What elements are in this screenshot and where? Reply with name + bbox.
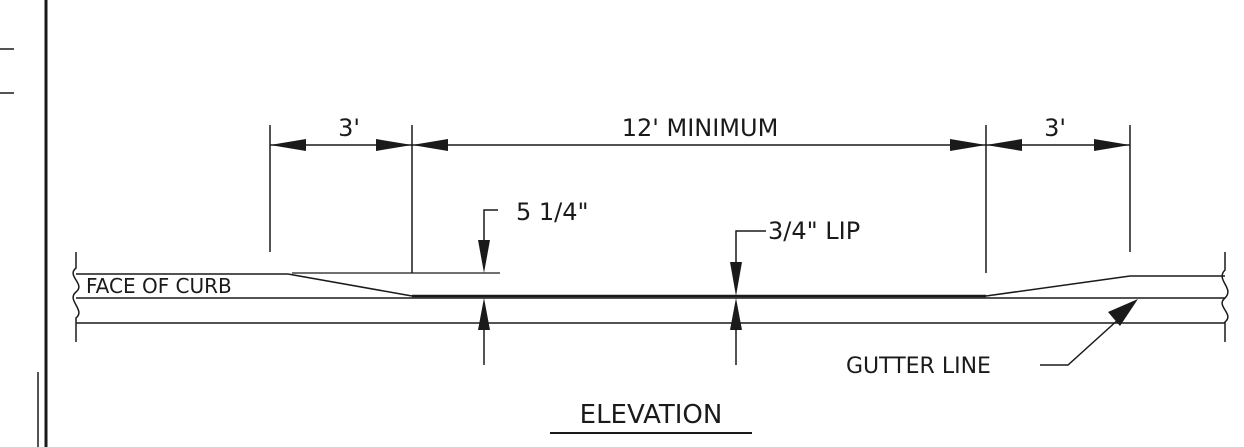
break-line-left — [72, 252, 80, 342]
ramp-left-taper — [287, 273, 413, 297]
arrowhead — [950, 139, 986, 151]
curb-height-leader — [483, 209, 498, 240]
curb-height-label: 5 1/4" — [516, 198, 589, 226]
arrowhead — [730, 298, 742, 330]
break-line-right — [1221, 252, 1229, 342]
extension-lines — [269, 125, 1131, 273]
arrowhead — [376, 139, 412, 151]
arrowhead — [478, 240, 490, 273]
arrowhead — [478, 298, 490, 330]
arrowhead — [1094, 139, 1130, 151]
ramp-right-taper — [985, 275, 1131, 297]
curb-height-callout — [478, 209, 498, 365]
gutter-line-leader — [1040, 317, 1121, 366]
lip-label: 3/4" LIP — [768, 217, 860, 245]
arrowhead — [412, 139, 448, 151]
gutter-line-callout — [1040, 299, 1138, 366]
dimension-label-left-taper: 3' — [338, 114, 360, 142]
lip-callout — [730, 230, 766, 365]
dimension-lines — [270, 139, 1130, 151]
arrowhead — [986, 139, 1022, 151]
face-of-curb-label: FACE OF CURB — [86, 274, 232, 298]
arrowhead — [730, 262, 742, 296]
sheet-border — [0, 0, 48, 447]
arrowhead — [1108, 299, 1138, 326]
view-title: ELEVATION — [580, 400, 723, 430]
lip-leader — [735, 230, 766, 262]
curb-profile — [72, 252, 1229, 342]
arrowhead — [270, 139, 306, 151]
dimension-label-right-taper: 3' — [1044, 114, 1066, 142]
gutter-line-label: GUTTER LINE — [846, 354, 991, 379]
dimension-label-minimum-width: 12' MINIMUM — [622, 114, 779, 142]
